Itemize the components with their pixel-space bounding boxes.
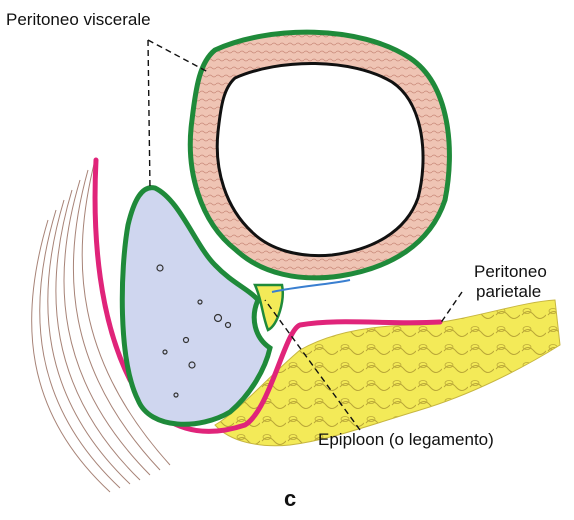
label-epiploon: Epiploon (o legamento) (318, 430, 494, 450)
vessel (272, 280, 350, 292)
label-parietal-peritoneum-line2: parietale (476, 282, 541, 302)
organ-lumen (217, 63, 423, 255)
panel-letter: c (284, 486, 296, 512)
epiploon-band (255, 285, 283, 330)
label-visceral-peritoneum: Peritoneo viscerale (6, 10, 151, 30)
label-parietal-peritoneum-line1: Peritoneo (474, 262, 547, 282)
